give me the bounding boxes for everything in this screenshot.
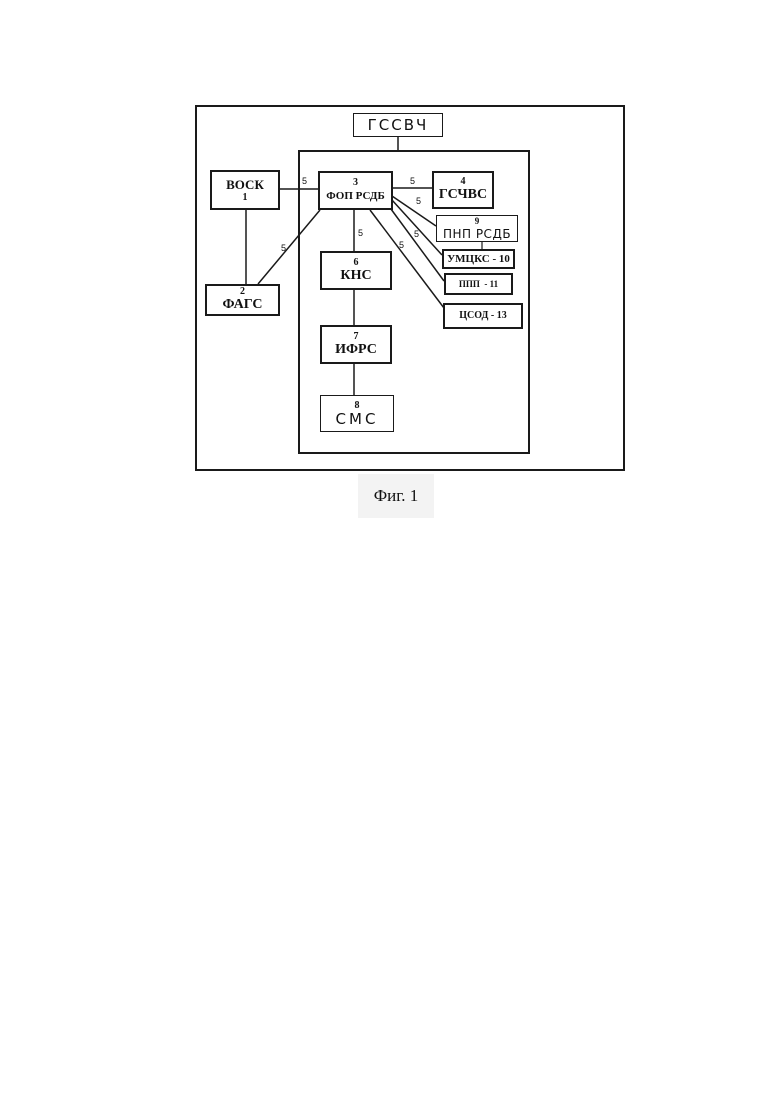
block-vosk-label: ВОСК: [226, 177, 264, 193]
block-sms-label: СМС: [336, 411, 379, 427]
block-ifrs-label: ИФРС: [335, 342, 377, 358]
figure-caption: Фиг. 1: [358, 474, 434, 518]
block-fags: 2 ФАГС: [205, 284, 280, 316]
block-pnp-label: ПНП РСДБ: [443, 226, 511, 242]
connector-fop-fags: [258, 210, 320, 284]
edge-label-fop-fags: 5: [281, 243, 286, 253]
block-fop-number: 3: [353, 178, 358, 188]
block-csod: ЦСОД - 13: [443, 303, 523, 329]
block-fags-label: ФАГС: [222, 297, 262, 313]
block-umcks-label: УМЦКС - 10: [447, 251, 510, 267]
block-gssvch-label: ГССВЧ: [368, 117, 429, 133]
block-fop-label: ФОП РСДБ: [326, 188, 385, 204]
edge-label-fop-pnp: 5: [416, 196, 421, 206]
block-fags-number: 2: [240, 287, 245, 297]
edge-label-fop-umcks: 5: [414, 229, 419, 239]
block-ppp: ППП - 11: [444, 273, 513, 295]
block-pnp-rsdb: 9 ПНП РСДБ: [436, 215, 518, 242]
edge-label-vosk-fop: 5: [302, 176, 307, 186]
block-gssvch: ГССВЧ: [353, 113, 443, 137]
block-vosk-number: 1: [243, 193, 248, 203]
edge-label-fop-kns: 5: [358, 228, 363, 238]
block-sms: 8 СМС: [320, 395, 394, 432]
block-kns-label: КНС: [340, 268, 371, 284]
block-csod-label: ЦСОД - 13: [459, 308, 507, 324]
block-fop-rsdb: 3 ФОП РСДБ: [318, 171, 393, 210]
block-kns: 6 КНС: [320, 251, 392, 290]
edge-label-fop-gschvs: 5: [410, 176, 415, 186]
block-ppp-label: ППП - 11: [459, 276, 498, 292]
connector-fop-pnp: [392, 196, 436, 226]
block-pnp-number: 9: [475, 216, 480, 226]
edge-label-fop-csod: 5: [399, 240, 404, 250]
block-ifrs: 7 ИФРС: [320, 325, 392, 364]
block-gschvs: 4 ГСЧВС: [432, 171, 494, 209]
block-sms-number: 8: [355, 401, 360, 411]
block-gschvs-number: 4: [461, 177, 466, 187]
block-kns-number: 6: [354, 258, 359, 268]
block-umcks: УМЦКС - 10: [442, 249, 515, 269]
block-gschvs-label: ГСЧВС: [439, 187, 487, 203]
block-vosk: ВОСК 1: [210, 170, 280, 210]
block-ifrs-number: 7: [354, 332, 359, 342]
